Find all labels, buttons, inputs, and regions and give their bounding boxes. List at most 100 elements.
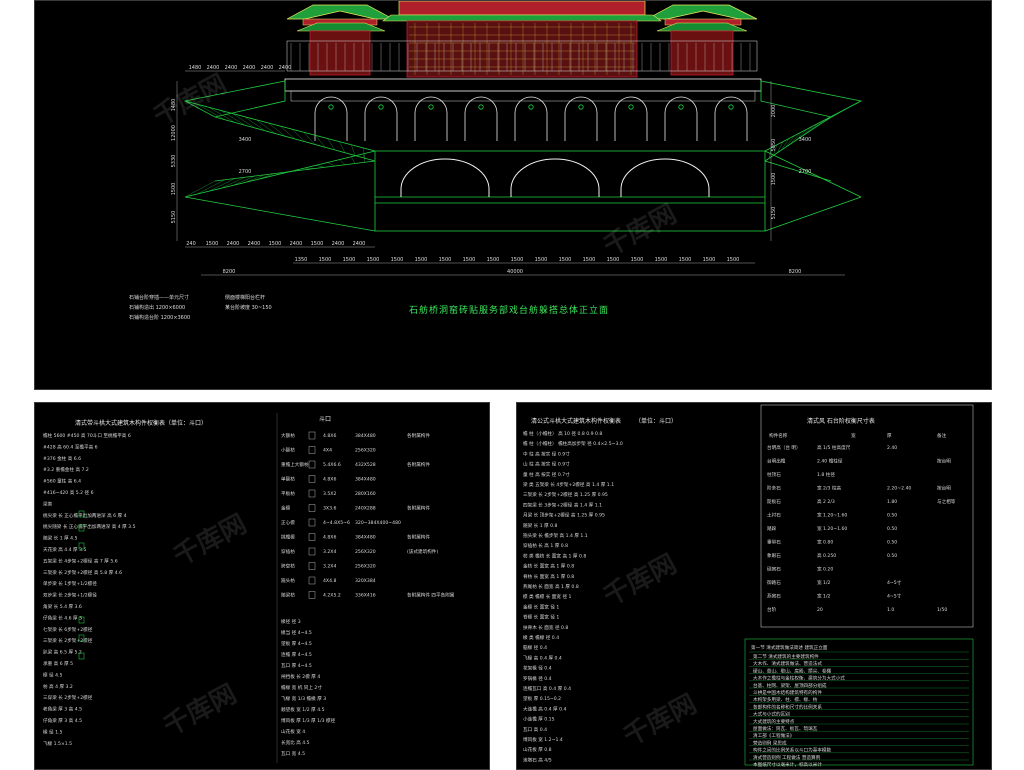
- total-left-dim: 8200: [223, 269, 236, 275]
- stone-step-cell: 台明高（台 明）: [767, 444, 801, 451]
- center-dim-label: 1500: [511, 257, 524, 263]
- size-row-label: 金檩: [281, 505, 291, 512]
- size-row-px: 320X384: [355, 578, 376, 584]
- right-table-row: 随梁 长 1 厚 0.8: [523, 522, 558, 529]
- right-table-row: 檩 类 檐檩 长 面宽 径 1: [523, 593, 572, 600]
- drawing-note: 某台阶坡度 30~150: [225, 304, 272, 311]
- size-row-symbol: [309, 432, 315, 439]
- size-row-symbol: [309, 447, 315, 454]
- left-table-row: 桃尖梁 长 正心檐平出加两进深 高 6 厚 4: [43, 512, 127, 519]
- center-dim-label: 1500: [391, 257, 404, 263]
- notes-row: 硬山、悬山、歇山、庑殿、攒尖、卷棚: [753, 667, 832, 674]
- stone-step-cell: 1.0: [887, 607, 894, 613]
- left-table-row: 桃尖随梁 长 正心檐平出加两进深 高 4 厚 3.5: [43, 523, 136, 530]
- stone-step-cell: 土衬石: [767, 512, 781, 519]
- center-dim-label: 1500: [415, 257, 428, 263]
- left-table-unit: （单位：斗口）: [165, 419, 207, 427]
- center-dim-label: 1350: [295, 257, 308, 263]
- notes-row: 清工部《工程做法》: [753, 732, 794, 739]
- left-table-rows: 檐柱 5600 #450 高 70斗口 至桃檐平高 6#428 高 60.4 至…: [43, 432, 136, 747]
- right-table-row: 瓦口 高 0.4: [523, 726, 547, 733]
- size-row-label: 跨空枋: [281, 563, 295, 570]
- right-table-row: 滚墩石 高 4/5: [523, 756, 552, 763]
- stone-step-header: 备注: [937, 432, 947, 439]
- stone-step-cell: 宽 2/3 柱高: [817, 485, 842, 492]
- bottom-dim-label: 2400: [248, 241, 261, 247]
- bottom-dim-label: 2400: [290, 241, 303, 247]
- size-row-px: 256X320: [355, 549, 376, 555]
- stone-step-headers: 构件名称宽厚备注: [769, 432, 947, 439]
- size-row-size: 3X3.6: [323, 506, 336, 512]
- left-table-row: 双步梁 长 2步架+1/2檩径: [43, 592, 97, 599]
- right-table-row: 脑椽 径 0.4: [523, 644, 547, 651]
- center-dim-label: 1500: [463, 257, 476, 263]
- size-row-label: 小额枋: [281, 447, 295, 454]
- size-row-size: 3.2X4: [323, 564, 336, 570]
- right-table-row: 枋 类 檐枋 长 面宽 高 1 厚 0.8: [523, 552, 586, 559]
- size-row-size: 3.2X4: [323, 549, 336, 555]
- upper-arcade: [315, 97, 747, 141]
- size-row-label: 大额枋: [281, 432, 295, 439]
- right-table-row: 金枋 长 面宽 高 1 厚 0.8: [523, 563, 574, 570]
- center-dim-label: 1500: [679, 257, 692, 263]
- right-table-row: 脊枋 长 面宽 高 1 厚 0.8: [523, 573, 574, 580]
- stone-step-cell: 垂带石: [767, 539, 781, 546]
- bottom-dim-label: 2400: [332, 241, 345, 247]
- right-table-row: 中 柱 高 按实 径 0.9寸: [523, 450, 570, 457]
- left-table-row: 檩 径 4.5: [43, 671, 62, 678]
- size-row-px: 336X416: [355, 593, 376, 599]
- top-dim-label: 2400: [261, 65, 274, 71]
- right-table-row: 山 柱 高 按实 径 0.9寸: [523, 461, 570, 468]
- left-table-row: 七架梁 长 6步架+2檩径: [43, 626, 93, 633]
- size-row-symbol: [309, 563, 315, 570]
- misc-row: 望板 厚 4~4.5: [281, 640, 312, 647]
- right-table-row: 檐 柱（小檐柱） 高 10 径 0.8 0.9 0.8: [523, 430, 602, 437]
- misc-row: 檐椽 宽 机 同上 2寸: [281, 684, 322, 691]
- right-table-row: 抱头梁 长 檐步架 高 1.4 厚 1.1: [523, 532, 588, 539]
- center-dim-label: 1500: [367, 257, 380, 263]
- misc-row: 长宽比 高 4.5: [281, 739, 310, 746]
- notes-row: 大木作之檐柱与金柱权衡、建筑分为大式小式: [753, 675, 845, 682]
- stone-step-header: 构件名称: [769, 432, 788, 439]
- size-row-px: 240X288: [355, 506, 376, 512]
- right-table-row: 罗锅椽 径 0.4: [523, 675, 552, 682]
- size-row-label: 随梁枋: [281, 592, 295, 599]
- stone-step-cell: 按台明: [937, 458, 951, 465]
- left-table-row: 枋 高 4 厚 3.2: [43, 683, 73, 690]
- notes-row: 台基、柱网、梁架、屋顶四部分组成: [753, 682, 827, 689]
- size-row-px: 280X160: [355, 491, 376, 497]
- stone-step-cell: 踏跺: [767, 525, 777, 532]
- right-table-row: 扶脊木 长 面宽 径 0.8: [523, 624, 568, 631]
- right-table-row: 博风板 宽 1.2~1.4: [523, 736, 563, 743]
- stone-step-header: 厚: [887, 433, 892, 439]
- timber-table-sheet-left: 清式带斗栱大式建筑木构件权衡表 （单位：斗口） 斗口 檐柱 5600 #450 …: [34, 402, 490, 770]
- size-row-symbol: [309, 592, 315, 599]
- left-table-row: 三架梁 长 2步架+2檩径: [43, 637, 93, 644]
- center-dim-label: 1500: [535, 257, 548, 263]
- building-roofs: [287, 1, 757, 77]
- left-table-row: 梁类: [43, 500, 53, 507]
- size-row-note: 各附属构件: [407, 534, 430, 541]
- left-table-row: 趴梁 高 6.5 厚 5.2: [43, 649, 82, 656]
- drawing-note: 石铺构造出 1200×6000: [129, 304, 185, 311]
- stone-step-cell: 柱顶石: [767, 471, 781, 478]
- right-table-row: 飞椽 高 0.4 厚 0.4: [523, 654, 562, 661]
- right-table-row: 椽 类 檐椽 径 0.4: [523, 634, 559, 641]
- stone-step-cell: 陡板石: [767, 498, 781, 505]
- notes-row: 大式建筑的主要特点: [753, 718, 795, 725]
- center-dim-label: 1500: [487, 257, 500, 263]
- size-row-px: 256X320: [355, 448, 376, 454]
- stone-step-cell: 2.40: [887, 445, 897, 451]
- misc-row: 连檐 厚 4~4.5: [281, 651, 312, 658]
- center-dim-label: 1500: [319, 257, 332, 263]
- size-row-symbol: [309, 490, 315, 497]
- stone-step-cell: 御路石: [767, 579, 781, 586]
- misc-row: 博风板 厚 1/3 厚 1/3 檩径: [281, 717, 336, 724]
- left-table-row: 单步梁 长 1步架+1/2檩径: [43, 580, 97, 587]
- center-dim-label: 1500: [439, 257, 452, 263]
- stone-step-cell: 阶条石: [767, 485, 781, 492]
- top-dim-label: 1480: [189, 65, 202, 71]
- stone-step-cell: 象眼石: [767, 552, 781, 559]
- stone-step-cell: 4~5寸: [887, 593, 902, 600]
